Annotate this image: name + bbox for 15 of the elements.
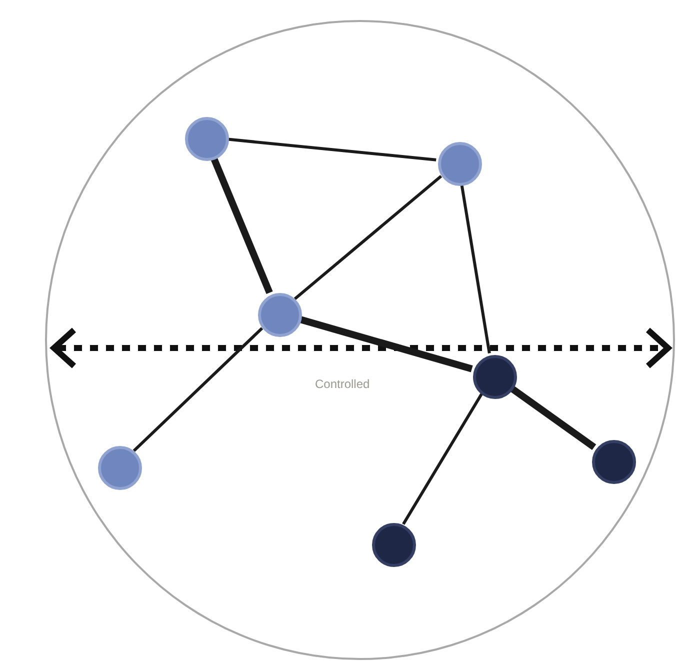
connector-line — [402, 393, 483, 525]
node-circle — [592, 440, 636, 484]
node-circle — [372, 523, 416, 567]
node-circle — [185, 117, 229, 161]
connector-line — [460, 183, 491, 354]
connector-line — [132, 327, 264, 452]
connector-line — [294, 175, 442, 300]
node-circle — [473, 355, 517, 399]
boundary-circle — [45, 20, 675, 660]
node-circle — [258, 293, 302, 337]
node-circle — [438, 142, 482, 186]
annotation-label: Controlled — [315, 377, 370, 391]
connector-line — [226, 138, 436, 162]
node-circle — [98, 446, 142, 490]
connector-line — [508, 384, 596, 450]
